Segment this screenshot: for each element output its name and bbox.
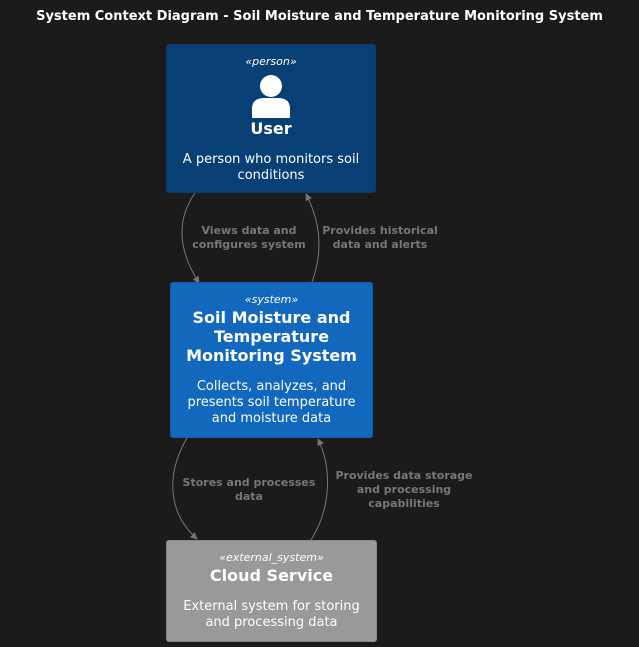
edge-label-user-to-system: Views data and configures system	[192, 224, 306, 251]
system-stereotype: «system»	[244, 293, 299, 306]
user-node[interactable]: «person» User A person who monitors soil…	[166, 44, 376, 193]
user-stereotype: «person»	[245, 55, 297, 68]
edge-label-system-to-user: Provides historical data and alerts	[322, 224, 438, 251]
edge-system-to-cloud	[172, 437, 198, 540]
system-description: Collects, analyzes, and presents soil te…	[187, 379, 356, 426]
person-icon	[252, 75, 290, 118]
edge-label-cloud-to-system: Provides data storage and processing cap…	[335, 469, 473, 510]
edge-cloud-to-system	[310, 438, 328, 541]
user-title: User	[250, 119, 292, 138]
cloud-title: Cloud Service	[209, 566, 334, 585]
system-node[interactable]: «system» Soil Moisture and Temperature M…	[170, 282, 373, 438]
edge-label-system-to-cloud: Stores and processes data	[182, 476, 316, 503]
user-description: A person who monitors soil conditions	[182, 152, 360, 183]
cloud-stereotype: «external_system»	[219, 551, 324, 564]
edge-user-to-system	[181, 192, 200, 284]
cloud-service-node[interactable]: «external_system» Cloud Service External…	[166, 540, 377, 642]
system-title: Soil Moisture and Temperature Monitoring…	[186, 308, 357, 365]
cloud-description: External system for storing and processi…	[183, 599, 360, 630]
edge-system-to-user	[305, 193, 320, 283]
diagram-title: System Context Diagram - Soil Moisture a…	[36, 9, 603, 24]
